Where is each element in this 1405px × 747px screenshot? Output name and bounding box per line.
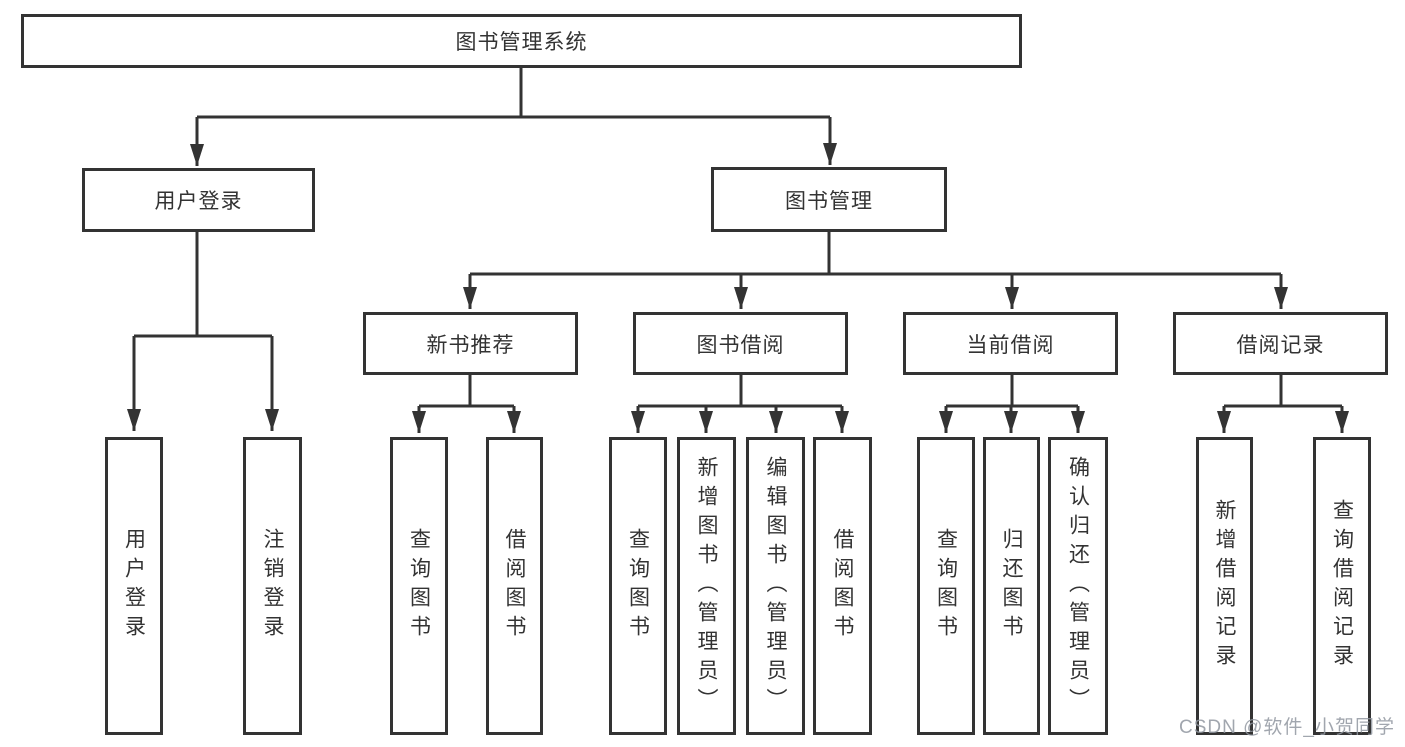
leaf-label: 借阅图书 <box>831 528 854 644</box>
leaf-query-borrow-record: 查询借阅记录 <box>1313 437 1371 735</box>
leaf-label: 查询图书 <box>934 528 958 644</box>
node-label: 当前借阅 <box>966 333 1055 357</box>
leaf-label: 查询图书 <box>626 528 650 644</box>
new-book-children-links <box>412 375 521 433</box>
leaf-borrow-books: 借阅图书 <box>813 437 872 735</box>
leaf-edit-books-admin: 编辑图书（管理员） <box>746 437 805 735</box>
leaf-query-books: 查询图书 <box>390 437 448 735</box>
leaf-label: 新增借阅记录 <box>1213 499 1236 673</box>
leaf-borrow-books: 借阅图书 <box>486 437 543 735</box>
leaf-label: 确认归还（管理员） <box>1066 455 1090 717</box>
node-new-book-recommendation: 新书推荐 <box>363 312 578 375</box>
leaf-label: 注销登录 <box>261 528 284 644</box>
node-library-management-system: 图书管理系统 <box>21 14 1022 68</box>
csdn-watermark: CSDN @软件_小贺同学 <box>1179 717 1395 738</box>
node-label: 新书推荐 <box>426 333 515 357</box>
leaf-label: 归还图书 <box>1000 528 1023 644</box>
node-label: 用户登录 <box>154 190 243 213</box>
node-user-login: 用户登录 <box>82 168 315 232</box>
leaf-add-borrow-record: 新增借阅记录 <box>1196 437 1253 735</box>
node-label: 图书管理系统 <box>455 31 588 54</box>
leaf-label: 查询借阅记录 <box>1330 499 1354 673</box>
leaf-label: 新增图书（管理员） <box>695 455 718 717</box>
user-login-children-links <box>127 232 279 431</box>
leaf-label: 编辑图书（管理员） <box>764 455 787 717</box>
node-label: 借阅记录 <box>1236 333 1325 357</box>
leaf-query-books: 查询图书 <box>917 437 975 735</box>
node-label: 图书借阅 <box>696 333 785 357</box>
leaf-logout: 注销登录 <box>243 437 302 735</box>
leaf-query-books: 查询图书 <box>609 437 667 735</box>
borrow-record-children-links <box>1217 375 1349 433</box>
book-borrow-children-links <box>631 375 849 433</box>
node-borrowing-records: 借阅记录 <box>1173 312 1388 375</box>
leaf-label: 查询图书 <box>407 528 431 644</box>
leaf-label: 借阅图书 <box>503 528 526 644</box>
node-label: 图书管理 <box>785 189 873 213</box>
leaf-user-login: 用户登录 <box>105 437 163 735</box>
node-book-borrowing: 图书借阅 <box>633 312 848 375</box>
node-book-management: 图书管理 <box>711 167 947 232</box>
leaf-return-books: 归还图书 <box>983 437 1040 735</box>
node-current-borrowing: 当前借阅 <box>903 312 1118 375</box>
leaf-label: 用户登录 <box>122 528 146 644</box>
leaf-add-books-admin: 新增图书（管理员） <box>677 437 736 735</box>
root-to-level2-links <box>190 68 837 166</box>
leaf-confirm-return-admin: 确认归还（管理员） <box>1048 437 1108 735</box>
current-borrow-children-links <box>939 375 1085 433</box>
book-mgmt-children-links <box>463 232 1288 309</box>
